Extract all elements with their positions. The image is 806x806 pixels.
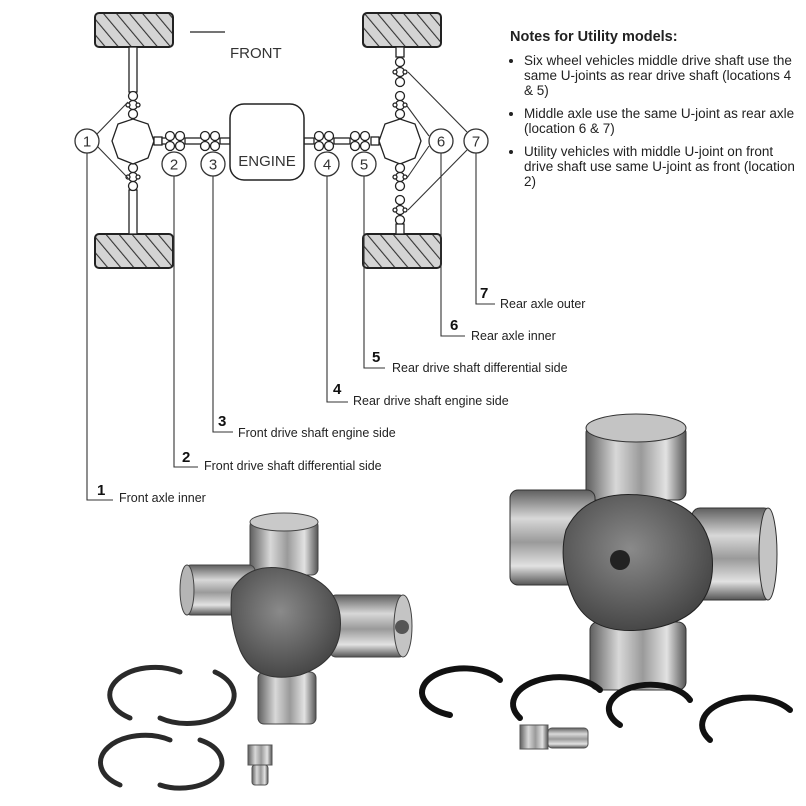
location-text-5: Rear drive shaft differential side <box>392 361 568 375</box>
notes-list: Six wheel vehicles middle drive shaft us… <box>510 53 800 189</box>
location-text-4: Rear drive shaft engine side <box>353 394 509 408</box>
circle-label-1: 1 <box>83 134 91 151</box>
front-right-tire <box>362 12 442 48</box>
location-callouts: 1 Front axle inner 2 Front drive shaft d… <box>97 285 585 505</box>
location-text-3: Front drive shaft engine side <box>238 426 396 440</box>
location-circles <box>74 128 489 177</box>
location-number-2: 2 <box>182 449 190 466</box>
leader-lines <box>86 71 495 501</box>
notes-title: Notes for Utility models: <box>510 29 678 45</box>
snap-rings-left <box>98 664 237 791</box>
drive-shaft <box>161 130 371 152</box>
snap-rings-right <box>419 665 793 743</box>
location-text-1: Front axle inner <box>119 491 206 505</box>
location-text-7: Rear axle outer <box>500 297 585 311</box>
location-number-6: 6 <box>450 317 458 334</box>
front-label: FRONT <box>230 45 282 62</box>
location-text-6: Rear axle inner <box>471 329 556 343</box>
circle-label-5: 5 <box>360 157 368 174</box>
circle-label-4: 4 <box>323 157 331 174</box>
utility-notes: Notes for Utility models: Six wheel vehi… <box>510 30 800 197</box>
note-item: Utility vehicles with middle U-joint on … <box>524 144 800 189</box>
rear-right-tire <box>362 233 442 269</box>
grease-fitting-right <box>519 724 589 750</box>
u-joint-photo-right <box>509 413 778 691</box>
location-number-4: 4 <box>333 381 342 398</box>
engine-label: ENGINE <box>238 153 296 170</box>
circle-label-3: 3 <box>209 157 217 174</box>
location-number-3: 3 <box>218 413 226 430</box>
circle-label-7: 7 <box>472 134 480 151</box>
front-axle <box>111 46 163 235</box>
note-item: Six wheel vehicles middle drive shaft us… <box>524 53 800 98</box>
location-text-2: Front drive shaft differential side <box>204 459 382 473</box>
circle-label-6: 6 <box>437 134 445 151</box>
grease-fitting-left <box>247 744 273 786</box>
circle-label-2: 2 <box>170 157 178 174</box>
note-item: Middle axle use the same U-joint as rear… <box>524 106 800 136</box>
location-number-7: 7 <box>480 285 488 302</box>
engine-block <box>229 103 305 181</box>
location-number-5: 5 <box>372 349 380 366</box>
location-number-1: 1 <box>97 482 105 499</box>
rear-axle <box>370 46 422 235</box>
u-joint-photo-left <box>179 512 413 725</box>
front-left-tire <box>94 12 174 48</box>
rear-left-tire <box>94 233 174 269</box>
